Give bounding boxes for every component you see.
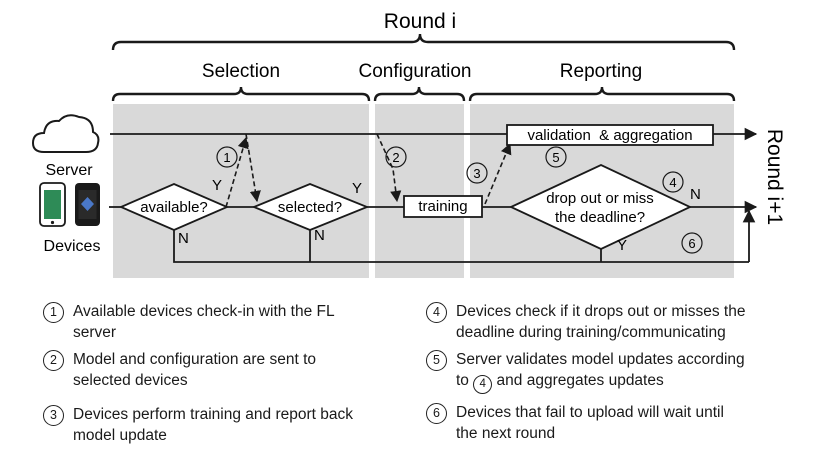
drop-out-decision-label-line2: the deadline? [555,209,645,226]
training-box [403,195,483,218]
svg-text:4: 4 [669,175,676,190]
step-marker-4: 4 [662,171,684,193]
devices-label: Devices [44,238,101,255]
configuration-brace [373,86,466,102]
step-marker-2: 2 [385,146,407,168]
available-yes-label: Y [212,177,222,194]
selected-no-label: N [314,227,325,244]
svg-text:3: 3 [473,166,480,181]
legend-text-post: and aggregates updates [492,372,664,389]
legend-text: Devices check if it drops out or misses … [456,303,746,341]
config-dashed-arrow [376,133,402,203]
available-no-line [173,230,749,263]
drop-out-decision [508,164,693,250]
legend-text: Server validates model updates according… [456,349,745,394]
available-decision [118,183,230,231]
legend-text: Available devices check-in with the FL s… [73,303,335,341]
legend-item-4: 4 Devices check if it drops out or misse… [426,301,826,343]
step-marker-3: 3 [466,162,488,184]
legend-text: Devices perform training and report back… [73,406,353,444]
configuration-panel [375,104,464,278]
legend-item-2: 2 Model and configuration are sent to se… [43,349,403,391]
next-round-label: Round i+1 [763,129,786,225]
legend-text-pre: Server validates model updates according… [456,351,745,389]
step-marker-5: 5 [545,146,567,168]
legend-item-5: 5 Server validates model updates accordi… [426,349,826,394]
legend-number: 5 [426,350,447,371]
legend-number: 3 [43,405,64,426]
legend-number: 2 [43,350,64,371]
legend-number: 6 [426,403,447,424]
server-label: Server [45,162,93,179]
drop-out-yes-label: Y [617,237,627,254]
svg-text:1: 1 [223,150,230,165]
round-brace [111,33,736,51]
legend-item-1: 1 Available devices check-in with the FL… [43,301,403,343]
legend-text: Devices that fail to upload will wait un… [456,404,724,442]
available-decision-label: available? [140,199,208,216]
svg-text:5: 5 [552,150,559,165]
svg-text:6: 6 [688,236,695,251]
available-no-label: N [178,230,189,247]
legend-item-6: 6 Devices that fail to upload will wait … [426,402,826,444]
step-marker-1: 1 [216,146,238,168]
legend-number: 1 [43,302,64,323]
legend-text: Model and configuration are sent to sele… [73,351,316,389]
selected-decision-label: selected? [278,199,342,216]
selected-decision [251,183,370,231]
selection-panel [113,104,369,278]
cloud-icon [31,114,100,153]
round-title: Round i [384,10,456,33]
phase-selection-label: Selection [202,61,280,82]
phone-icon-dark [75,183,100,226]
selection-brace [111,86,371,102]
checkin-dashed-arrow [225,136,249,208]
training-box-label: training [418,198,467,215]
legend-number: 4 [426,302,447,323]
selection-dashed-arrow [245,133,261,203]
report-dashed-arrow [484,142,512,205]
drop-out-no-label: N [690,186,701,203]
phase-configuration-label: Configuration [358,61,471,82]
selected-yes-label: Y [352,180,362,197]
phone-icon [39,182,66,227]
legend-item-3: 3 Devices perform training and report ba… [43,404,413,446]
svg-text:2: 2 [392,150,399,165]
drop-out-decision-label-line1: drop out or miss [546,190,654,207]
validation-box [506,124,714,146]
phase-reporting-label: Reporting [560,61,642,82]
legend-inline-ref: 4 [473,375,493,394]
reporting-brace [468,86,736,102]
validation-box-label: validation & aggregation [527,127,692,144]
step-marker-6: 6 [681,232,703,254]
